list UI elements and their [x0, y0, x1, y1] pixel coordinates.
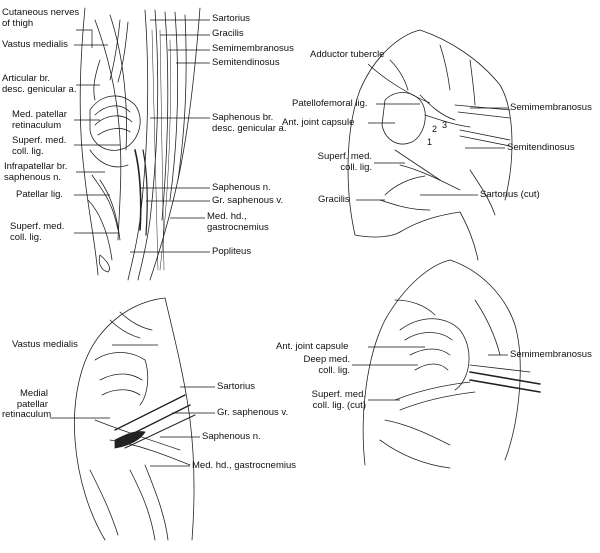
bottom-right-drawing: [362, 259, 541, 469]
label-sartorius-bottom: Sartorius: [217, 381, 256, 392]
label-sartorius-top: Sartorius: [212, 13, 251, 24]
label-ant-joint-capsule-top: Ant. joint capsule: [282, 117, 355, 128]
label-gr-saphenous-v-bottom: Gr. saphenous v.: [217, 407, 289, 418]
top-left-drawing: [79, 7, 201, 281]
label-ant-joint-capsule-bottom: Ant. joint capsule: [276, 341, 349, 352]
label-saphenous-n-top: Saphenous n.: [212, 182, 271, 193]
top-right-drawing: [347, 29, 513, 261]
label-articular-br: Articular br. desc. genicular a.: [2, 73, 77, 95]
label-semitendinosus-top: Semitendinosus: [212, 57, 280, 68]
label-semimembranosus-tr: Semimembranosus: [510, 102, 592, 113]
marker-1: 1: [427, 137, 432, 147]
label-popliteus: Popliteus: [212, 246, 252, 257]
label-gr-saphenous-v-top: Gr. saphenous v.: [212, 195, 284, 206]
label-adductor-tubercle: Adductor tubercle: [310, 49, 385, 60]
label-semimembranosus-bottom: Semimembranosus: [510, 349, 592, 360]
label-superf-med-coll-lig-lower: Superf. med. coll. lig.: [10, 221, 65, 243]
marker-2: 2: [432, 124, 437, 134]
label-superf-med-coll-lig-tr: Superf. med. coll. lig.: [317, 151, 372, 173]
label-superf-med-coll-lig-top: Superf. med. coll. lig.: [12, 135, 67, 157]
label-vastus-medialis-bottom: Vastus medialis: [12, 339, 78, 350]
label-med-hd-gastrocnemius-bottom: Med. hd., gastrocnemius: [192, 460, 297, 471]
label-deep-med-coll-lig: Deep med. coll. lig.: [303, 354, 350, 376]
bottom-left-drawing: [74, 297, 196, 541]
label-saphenous-n-bottom: Saphenous n.: [202, 431, 261, 442]
label-superf-med-coll-lig-cut: Superf. med. coll. lig. (cut): [311, 389, 366, 411]
label-infrapatellar-br: Infrapatellar br. saphenous n.: [4, 161, 68, 183]
marker-3: 3: [442, 120, 447, 130]
label-medial-patellar-retinaculum: Medial patellar retinaculum: [2, 388, 52, 420]
label-vastus-medialis-top: Vastus medialis: [2, 39, 68, 50]
label-patellofemoral-lig: Patellofemoral lig.: [292, 98, 368, 109]
label-gracilis-top: Gracilis: [212, 28, 244, 39]
label-saphenous-br: Saphenous br. desc. genicular a.: [212, 112, 287, 134]
label-patellar-lig: Patellar lig.: [16, 189, 63, 200]
label-semimembranosus-top: Semimembranosus: [212, 43, 294, 54]
label-med-patellar-retinaculum: Med. patellar retinaculum: [12, 109, 67, 131]
leader-adductor: [367, 63, 431, 104]
leader-cutaneous: [76, 29, 93, 48]
label-semitendinosus-tr: Semitendinosus: [507, 142, 575, 153]
label-gracilis-tr: Gracilis: [318, 194, 350, 205]
label-cutaneous-nerves-of-thigh: Cutaneous nerves of thigh: [2, 7, 80, 29]
label-med-hd-gastrocnemius-top: Med. hd., gastrocnemius: [207, 211, 269, 233]
label-sartorius-cut: Sartorius (cut): [480, 189, 540, 200]
